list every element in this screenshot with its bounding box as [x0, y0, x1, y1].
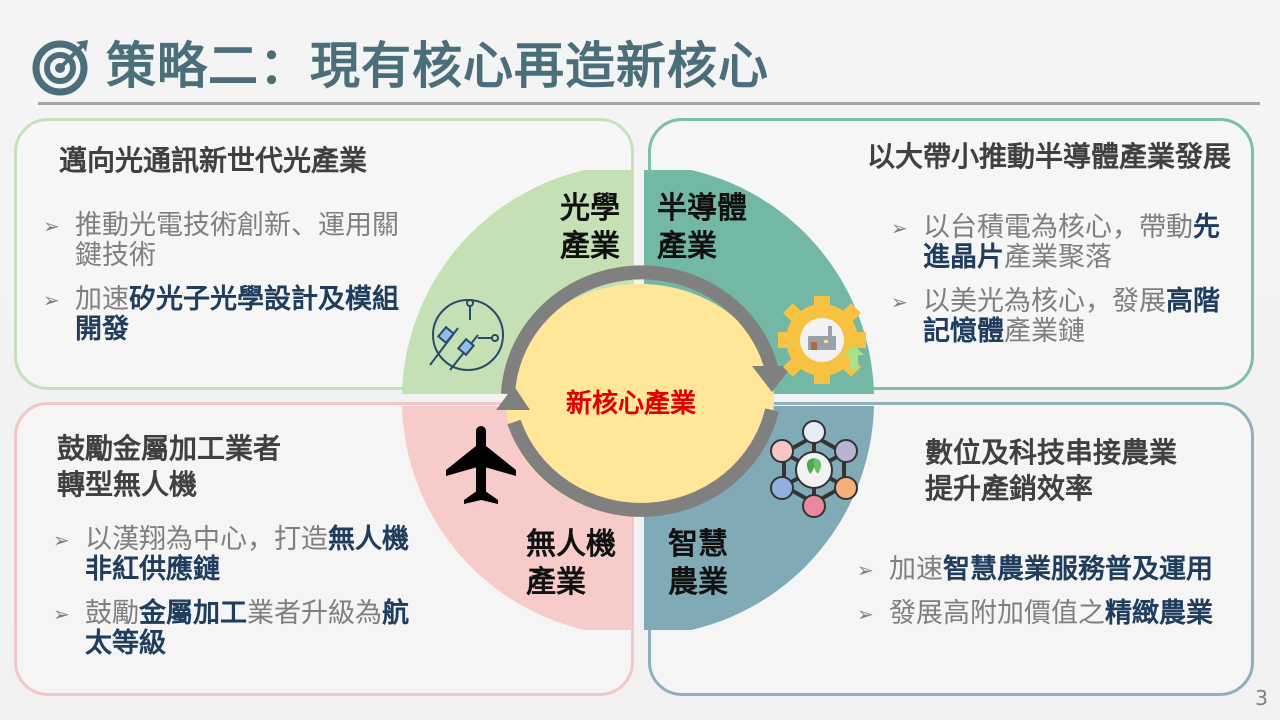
bullet-item: ➢以美光為核心，發展高階記憶體產業鏈	[891, 286, 1220, 347]
bullet-arrow-icon: ➢	[43, 214, 60, 238]
quadrant-label-drone: 無人機 產業	[526, 527, 616, 600]
title-row: 策略二：現有核心再造新核心	[32, 30, 769, 102]
bullet-arrow-icon: ➢	[53, 602, 70, 626]
card-title: 以大帶小推動半導體產業發展	[866, 140, 1231, 173]
quadrant-label-semiconductor: 半導體 產業	[657, 191, 747, 264]
factory-gear-icon	[778, 296, 866, 384]
bullet-list: ➢推動光電技術創新、運用關鍵技術 ➢加速矽光子光學設計及模組開發	[43, 211, 403, 359]
title-divider	[38, 102, 1260, 105]
quadrant-label-agri: 智慧 農業	[668, 527, 728, 600]
quadrant-label-optics: 光學 產業	[560, 191, 620, 264]
bullet-arrow-icon: ➢	[857, 602, 874, 626]
bullet-arrow-icon: ➢	[891, 216, 908, 240]
bullet-arrow-icon: ➢	[53, 528, 70, 552]
core-industry-diagram	[402, 170, 874, 630]
card-smart-agriculture: 數位及科技串接農業 提升產銷效率 ➢加速智慧農業服務普及運用 ➢發展高附加價值之…	[648, 402, 1254, 696]
bullet-item: ➢發展高附加價值之精緻農業	[857, 598, 1213, 629]
bullet-arrow-icon: ➢	[43, 288, 60, 312]
card-title: 鼓勵金屬加工業者 轉型無人機	[57, 432, 282, 501]
bullet-item: ➢鼓勵金屬加工業者升級為航太等級	[53, 598, 409, 659]
bullet-item: ➢加速矽光子光學設計及模組開發	[43, 284, 399, 345]
bullet-item: ➢以漢翔為中心，打造無人機非紅供應鏈	[53, 524, 409, 585]
page-title: 策略二：現有核心再造新核心	[106, 37, 769, 95]
core-industry-label: 新核心產業	[566, 389, 697, 419]
bullet-item: ➢以台積電為核心，帶動先進晶片產業聚落	[891, 212, 1220, 273]
bullet-list: ➢加速智慧農業服務普及運用 ➢發展高附加價值之精緻農業	[857, 555, 1247, 643]
card-title: 邁向光通訊新世代光產業	[59, 144, 368, 177]
bullet-item: ➢推動光電技術創新、運用關鍵技術	[43, 210, 399, 271]
target-icon	[32, 40, 88, 96]
bullet-arrow-icon: ➢	[891, 290, 908, 314]
bullet-item: ➢加速智慧農業服務普及運用	[857, 554, 1213, 585]
bullet-list: ➢以台積電為核心，帶動先進晶片產業聚落 ➢以美光為核心，發展高階記憶體產業鏈	[891, 213, 1241, 361]
core-circle	[506, 284, 774, 516]
airplane-icon	[446, 426, 516, 504]
bullet-list: ➢以漢翔為中心，打造無人機非紅供應鏈 ➢鼓勵金屬加工業者升級為航太等級	[53, 525, 413, 673]
bullet-arrow-icon: ➢	[857, 558, 874, 582]
page-number: 3	[1255, 686, 1268, 710]
card-title: 數位及科技串接農業 提升產銷效率	[925, 436, 1178, 505]
fiber-optic-icon	[429, 299, 504, 371]
